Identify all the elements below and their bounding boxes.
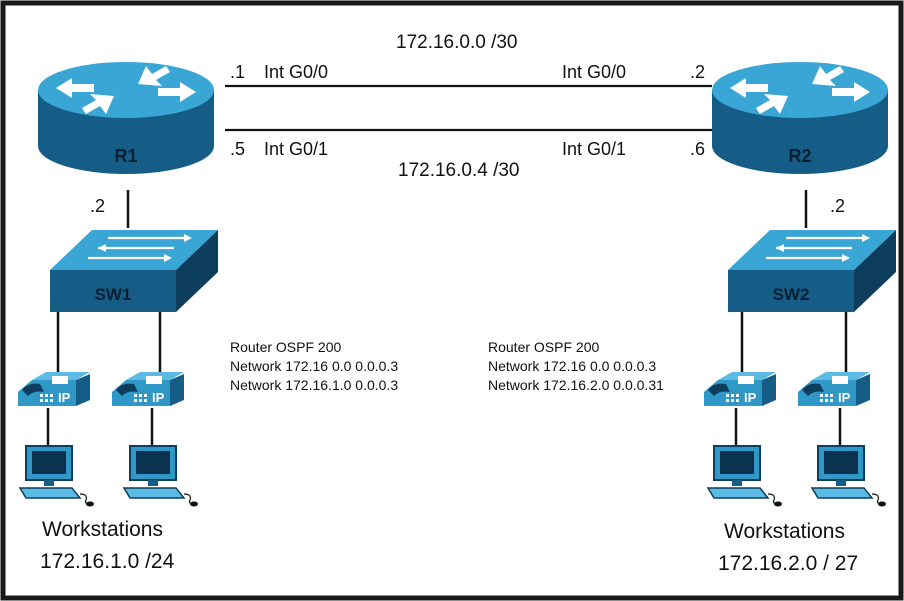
- r1-g00-host-label: .1: [230, 62, 245, 82]
- r2-g01-interface-label: Int G0/1: [562, 139, 626, 159]
- r1-g00-interface-label: Int G0/0: [264, 62, 328, 82]
- switch-sw1-label: SW1: [95, 285, 132, 304]
- r2-config-line: Router OSPF 200: [488, 339, 599, 355]
- switch-sw2-label: SW2: [773, 285, 810, 304]
- r2-g01-host-label: .6: [690, 139, 705, 159]
- r1-g01-interface-label: Int G0/1: [264, 139, 328, 159]
- right-lan-subnet: 172.16.2.0 / 27: [718, 552, 858, 575]
- left-lan-title: Workstations: [42, 518, 163, 541]
- router-r2-label: R2: [788, 146, 811, 166]
- r1-config-line: Network 172.16 0.0 0.0.0.3: [230, 358, 398, 374]
- r2-g00-host-label: .2: [690, 62, 705, 82]
- r1-g01-host-label: .5: [230, 139, 245, 159]
- r1-config-line: Network 172.16.1.0 0.0.0.3: [230, 377, 398, 393]
- router-r1-label: R1: [114, 146, 137, 166]
- r2-lan-host-label: .2: [830, 196, 845, 216]
- top-subnet-label: 172.16.0.0 /30: [396, 32, 518, 53]
- r1-lan-host-label: .2: [90, 196, 105, 216]
- r2-config-line: Network 172.16.2.0 0.0.0.31: [488, 377, 664, 393]
- r2-g00-interface-label: Int G0/0: [562, 62, 626, 82]
- r1-config-line: Router OSPF 200: [230, 339, 341, 355]
- left-lan-subnet: 172.16.1.0 /24: [40, 550, 175, 573]
- r2-config-line: Network 172.16 0.0 0.0.0.3: [488, 358, 656, 374]
- right-lan-title: Workstations: [724, 520, 845, 543]
- bottom-subnet-label: 172.16.0.4 /30: [398, 160, 520, 181]
